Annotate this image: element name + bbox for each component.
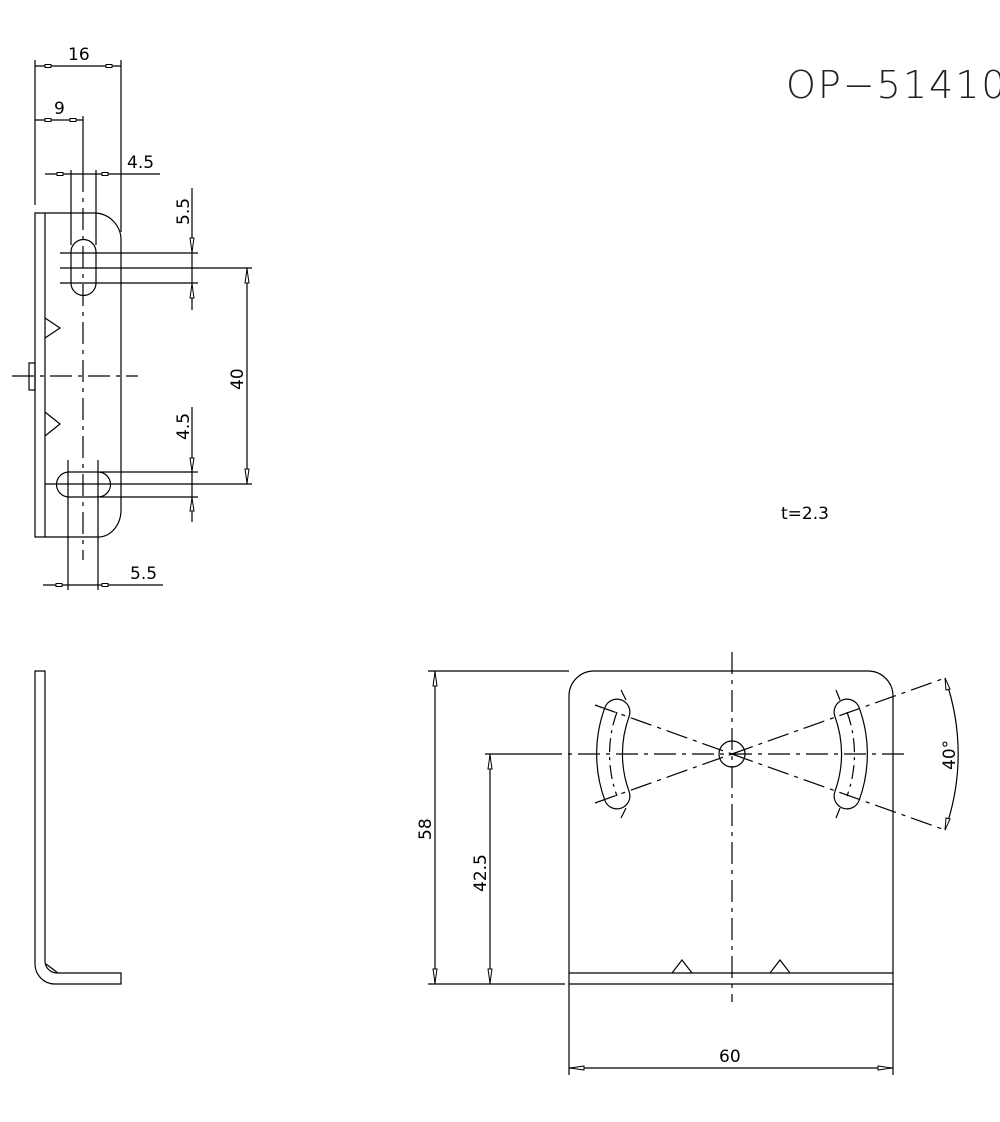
part-number-title: OP−51410 — [786, 63, 1000, 107]
dim-4-5-top: 4.5 — [127, 153, 154, 173]
dim-40: 40 — [228, 368, 248, 390]
dim-5-5-bottom: 5.5 — [130, 564, 157, 584]
front-view-dimensions: 58 42.5 60 40° — [416, 670, 960, 1075]
top-view-dimensions: 16 9 4.5 5.5 40 4.5 5.5 — [34, 45, 252, 590]
dim-4-5-vertical: 4.5 — [174, 413, 194, 440]
dim-16: 16 — [68, 45, 90, 65]
thickness-note: t=2.3 — [781, 504, 829, 524]
dim-60: 60 — [719, 1047, 741, 1067]
front-view-part — [540, 652, 946, 1002]
side-profile — [34, 670, 122, 985]
slot-left — [596, 698, 631, 810]
dim-42-5: 42.5 — [471, 854, 491, 892]
dim-5-5-vertical: 5.5 — [174, 198, 194, 225]
dim-9: 9 — [54, 99, 65, 119]
dim-40-degrees: 40° — [940, 740, 960, 770]
dim-58: 58 — [416, 818, 436, 840]
top-view-part — [12, 170, 138, 560]
